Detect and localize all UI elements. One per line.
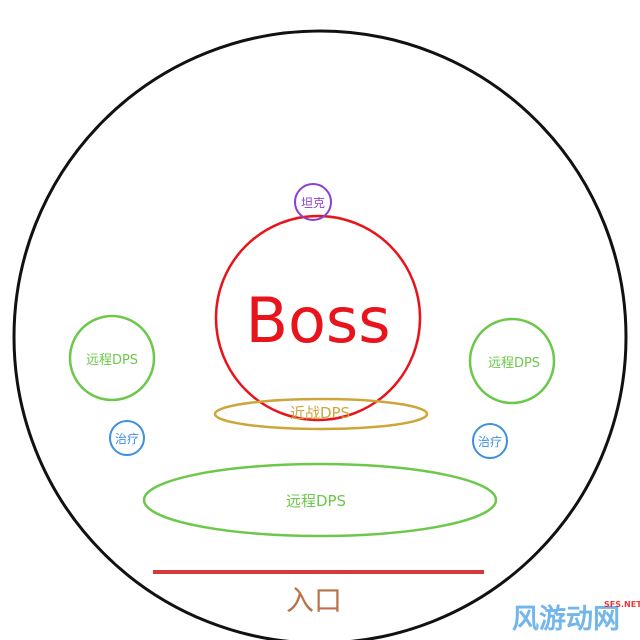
melee-dps-ellipse xyxy=(213,397,429,431)
ranged-dps-bottom-label: 远程DPS xyxy=(286,492,346,510)
boss-label: Boss xyxy=(245,284,390,357)
healer-left-label: 治疗 xyxy=(115,432,139,446)
tank-circle xyxy=(294,183,332,221)
healer-right-circle xyxy=(472,423,508,459)
ranged-dps-left-label: 远程DPS xyxy=(86,353,138,368)
ranged-dps-left-circle xyxy=(68,314,156,402)
ranged-dps-right-circle xyxy=(468,317,556,405)
watermark-sub: SFS.NET xyxy=(604,600,640,609)
boss-circle xyxy=(214,214,422,422)
ranged-dps-right-label: 远程DPS xyxy=(488,356,540,371)
watermark-logo: 风游动网 SFS.NET xyxy=(512,600,640,635)
entrance-label: 入口 xyxy=(286,584,342,617)
melee-dps-label: 近战DPS xyxy=(290,404,350,422)
watermark-text: 风游动网 xyxy=(512,604,620,635)
tank-label: 坦克 xyxy=(301,196,325,210)
arena-boundary xyxy=(12,29,628,640)
ranged-dps-bottom-ellipse xyxy=(142,462,498,538)
healer-right-label: 治疗 xyxy=(478,435,502,449)
healer-left-circle xyxy=(109,420,145,456)
